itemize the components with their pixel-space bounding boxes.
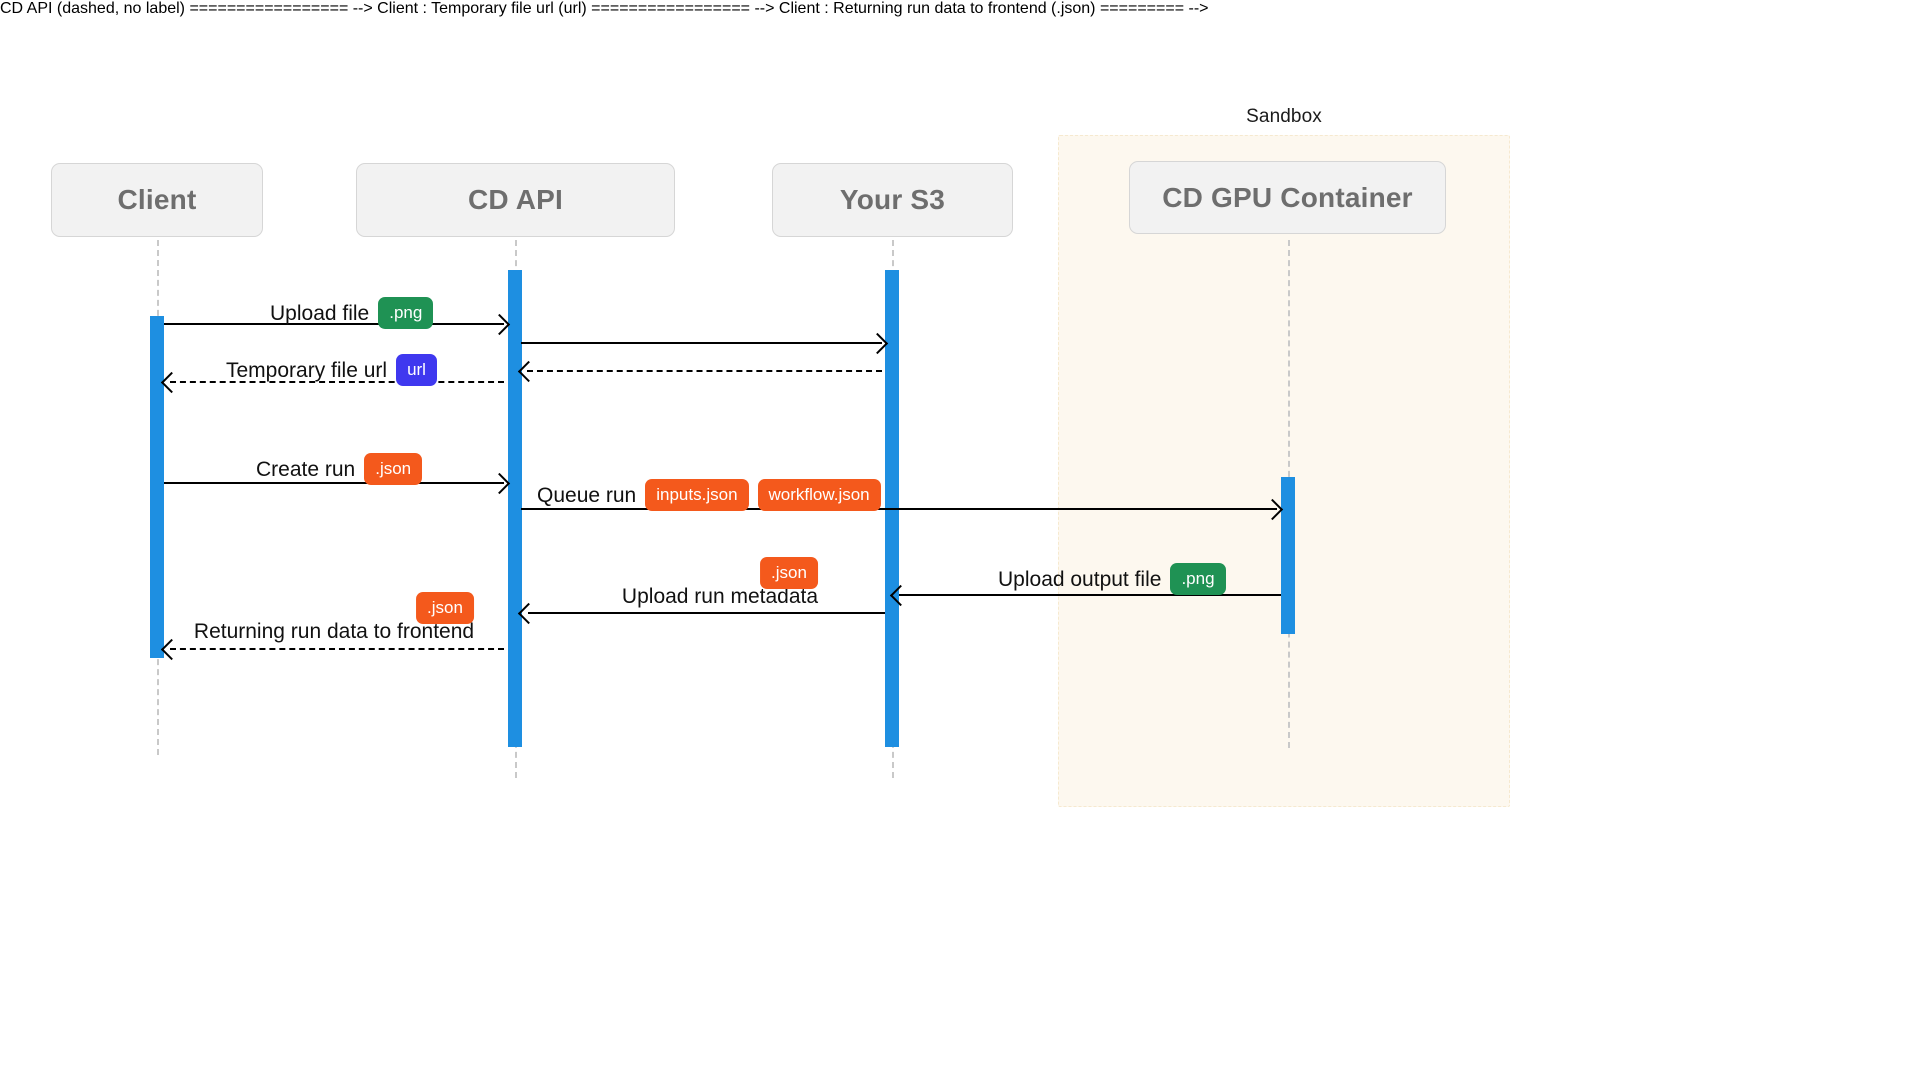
participant-gpu[interactable]: CD GPU Container (1129, 161, 1446, 234)
badge-stack-returning-run-data: .json (416, 592, 474, 624)
message-label-temporary-file-url: Temporary file url url (226, 354, 437, 386)
arrowhead-temporary-file-url (160, 371, 183, 394)
message-text-temporary-file-url: Temporary file url (226, 358, 388, 382)
badge-stack-upload-run-metadata: .json (760, 557, 818, 589)
message-label-upload-file: Upload file .png (270, 297, 434, 329)
message-text-upload-file: Upload file (270, 301, 370, 325)
badge-png-upload-output-file: .png (1170, 563, 1226, 595)
participant-client[interactable]: Client (51, 163, 263, 237)
activation-bar-client (150, 316, 164, 658)
message-text-upload-output-file: Upload output file (998, 567, 1162, 591)
message-line-upload-run-metadata (528, 612, 885, 614)
participant-label-client: Client (117, 184, 197, 215)
activation-bar-cd-api (508, 270, 522, 747)
arrowhead-upload-file (488, 313, 511, 336)
badge-inputs-json-queue-run: inputs.json (645, 479, 749, 511)
participant-cd-api[interactable]: CD API (356, 163, 675, 237)
activation-bar-gpu (1281, 477, 1295, 634)
message-text-returning-run-data: Returning run data to frontend (193, 620, 475, 643)
badge-json-create-run: .json (364, 453, 423, 485)
sandbox-group-label: Sandbox (1246, 106, 1322, 127)
participant-your-s3[interactable]: Your S3 (772, 163, 1013, 237)
participant-label-cd-api: CD API (467, 184, 564, 215)
message-line-temporary-file-url (170, 381, 504, 383)
message-label-upload-run-metadata: Upload run metadata (622, 586, 818, 607)
badge-url-temporary-file-url: url (396, 354, 437, 386)
badge-png-upload-file: .png (378, 297, 434, 329)
message-line-api-to-s3 (521, 342, 882, 344)
message-label-create-run: Create run .json (256, 453, 423, 485)
message-label-queue-run: Queue run inputs.json workflow.json (537, 479, 881, 511)
participant-label-your-s3: Your S3 (839, 184, 946, 215)
badge-json-returning-run-data: .json (416, 592, 474, 624)
message-line-upload-file (164, 323, 504, 325)
badge-workflow-json-queue-run: workflow.json (757, 479, 881, 511)
message-text-upload-run-metadata: Upload run metadata (621, 585, 819, 608)
message-line-s3-to-api (527, 370, 882, 372)
arrowhead-create-run (488, 472, 511, 495)
message-line-queue-run (521, 508, 1277, 510)
message-text-create-run: Create run (256, 457, 356, 481)
participant-label-gpu: CD GPU Container (1162, 181, 1413, 213)
message-line-create-run (164, 482, 504, 484)
arrowhead-returning-run-data (160, 638, 183, 661)
message-label-upload-output-file: Upload output file .png (998, 563, 1226, 595)
message-text-queue-run: Queue run (537, 483, 637, 507)
message-line-returning-run-data (170, 648, 504, 650)
message-line-upload-output-file (899, 594, 1281, 596)
badge-json-upload-run-metadata: .json (760, 557, 818, 589)
message-label-returning-run-data: Returning run data to frontend (194, 621, 474, 642)
sandbox-group-box (1058, 135, 1510, 807)
